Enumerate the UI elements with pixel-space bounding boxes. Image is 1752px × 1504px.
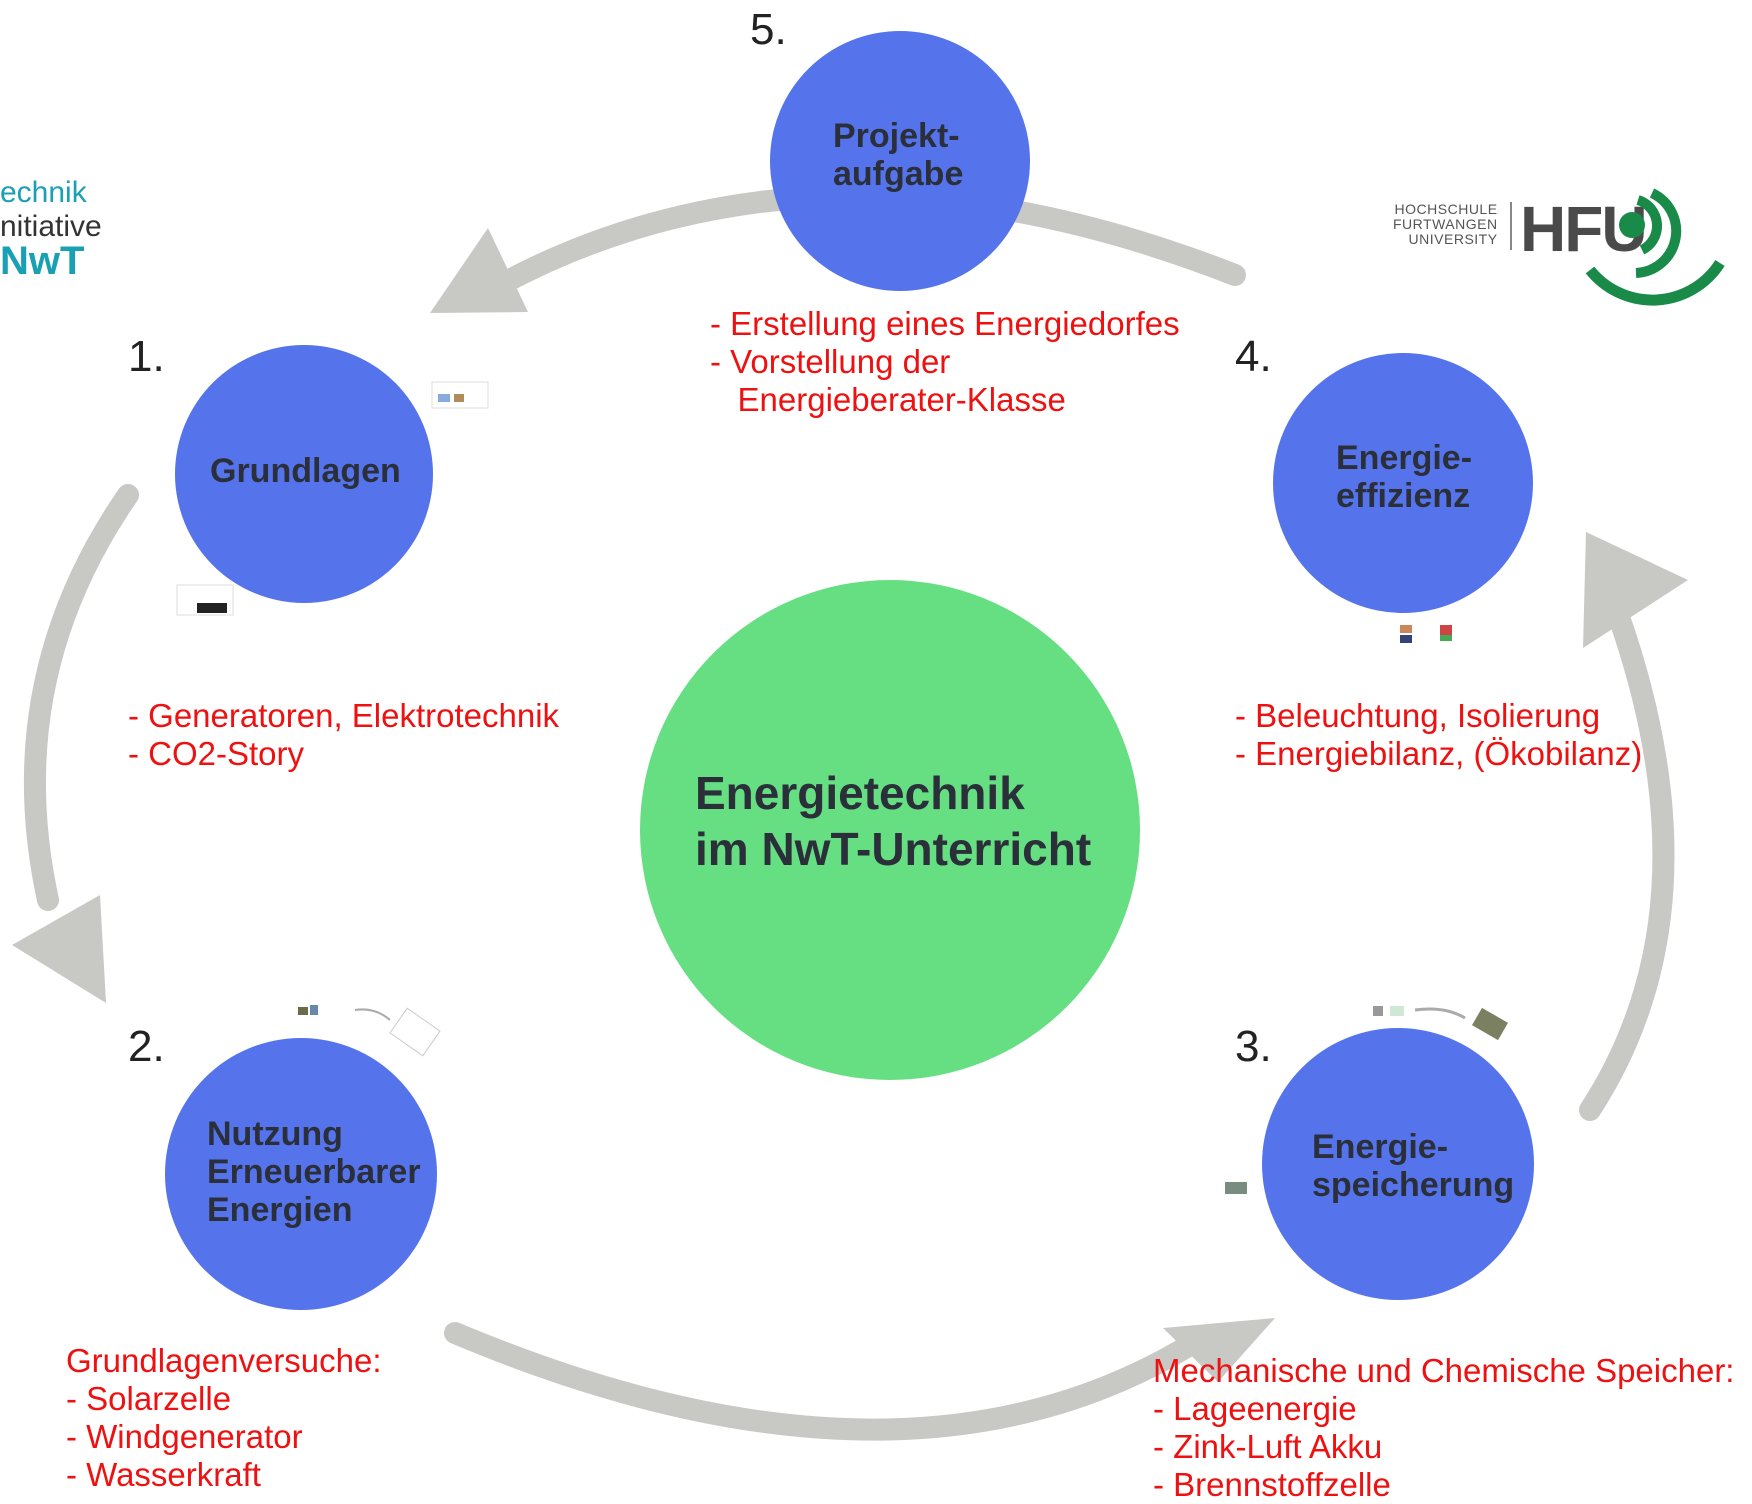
step-3-label: Energie- speicherung <box>1312 1128 1515 1204</box>
thumbnail-slide-1a <box>431 381 489 409</box>
logo-left-line2: nitiative <box>0 210 102 243</box>
step-1-label: Grundlagen <box>210 452 401 490</box>
step-2-circle[interactable] <box>165 1038 437 1310</box>
thumbnail-slide-4 <box>1400 625 1452 643</box>
arrow-2-to-3-head <box>1163 1318 1275 1382</box>
arrow-3-to-4-head <box>1583 532 1688 648</box>
arrow-1-to-2-head <box>12 895 106 1003</box>
center-title-line2: im NwT-Unterricht <box>695 823 1092 875</box>
step-3-circle[interactable] <box>1262 1028 1534 1300</box>
hfu-logo-line3: UNIVERSITY <box>1408 231 1498 247</box>
step-4-bullets: - Beleuchtung, Isolierung - Energiebilan… <box>1235 697 1642 773</box>
hfu-logo-line2: FURTWANGEN <box>1393 216 1498 232</box>
step-3-bullet: - Zink-Luft Akku <box>1153 1428 1383 1465</box>
logo-left-line3: NwT <box>0 239 85 283</box>
step-4-bullet: - Energiebilanz, (Ökobilanz) <box>1235 735 1643 772</box>
step-3-bullet: - Lageenergie <box>1153 1390 1357 1427</box>
arrow-5-to-1-head <box>430 228 528 313</box>
step-3-bullets: Mechanische und Chemische Speicher: - La… <box>1153 1352 1734 1504</box>
technik-initiative-logo: echnik nitiative NwT <box>0 176 102 283</box>
step-1-circle[interactable] <box>175 345 433 603</box>
step-2-number: 2. <box>128 1022 165 1071</box>
logo-left-line1: echnik <box>0 176 87 209</box>
hfu-logo-text: HOCHSCHULE FURTWANGEN UNIVERSITY <box>1393 202 1498 247</box>
step-2-bullet: - Windgenerator <box>66 1418 303 1455</box>
step-2-bullet: - Wasserkraft <box>66 1456 261 1493</box>
center-circle <box>640 580 1140 1080</box>
step-3-number: 3. <box>1235 1022 1272 1071</box>
arrow-1-to-2-shaft <box>23 484 139 911</box>
arrow-2-to-3-shaft <box>444 1322 1201 1441</box>
hfu-emblem-icon <box>1585 188 1725 306</box>
step-2-bullets: Grundlagenversuche: - Solarzelle - Windg… <box>66 1342 382 1494</box>
step-4-number: 4. <box>1235 332 1272 381</box>
hfu-logo-line1: HOCHSCHULE <box>1394 201 1498 217</box>
step-2-bullet: Grundlagenversuche: <box>66 1342 382 1379</box>
step-4-bullet: - Beleuchtung, Isolierung <box>1235 697 1601 734</box>
thumbnail-slide-1b <box>176 584 234 616</box>
step-5-circle[interactable] <box>770 31 1030 291</box>
step-3-bullet: - Brennstoffzelle <box>1153 1466 1391 1503</box>
arrow-3-to-4-shaft <box>1579 609 1675 1121</box>
thumbnail-slide-2 <box>298 1005 441 1057</box>
step-4-circle[interactable] <box>1273 353 1533 613</box>
hfu-logo-separator <box>1510 202 1512 250</box>
step-1-bullet: - CO2-Story <box>128 735 305 772</box>
step-2-bullet: - Solarzelle <box>66 1380 232 1417</box>
step-1-bullet: - Generatoren, Elektrotechnik <box>128 697 560 734</box>
step-5-bullets: - Erstellung eines Energiedorfes - Vorst… <box>710 305 1180 419</box>
step-5-number: 5. <box>750 5 787 54</box>
thumbnail-slide-3 <box>1373 1006 1508 1041</box>
step-1-number: 1. <box>128 332 165 381</box>
step-5-bullet: - Vorstellung der <box>710 343 951 380</box>
center-title-line1: Energietechnik <box>695 767 1025 819</box>
step-5-bullet: Energieberater-Klasse <box>710 381 1066 418</box>
step-3-bullet: Mechanische und Chemische Speicher: <box>1153 1352 1735 1389</box>
step-1-bullets: - Generatoren, Elektrotechnik - CO2-Stor… <box>128 697 559 773</box>
step-5-label: Projekt- aufgabe <box>833 117 964 193</box>
step-4-label: Energie- effizienz <box>1336 439 1473 515</box>
step-2-label: Nutzung Erneuerbarer Energien <box>207 1115 421 1229</box>
thumbnail-slide-3b <box>1225 1182 1247 1194</box>
center-title: Energietechnik im NwT-Unterricht <box>695 765 1091 877</box>
step-5-bullet: - Erstellung eines Energiedorfes <box>710 305 1180 342</box>
